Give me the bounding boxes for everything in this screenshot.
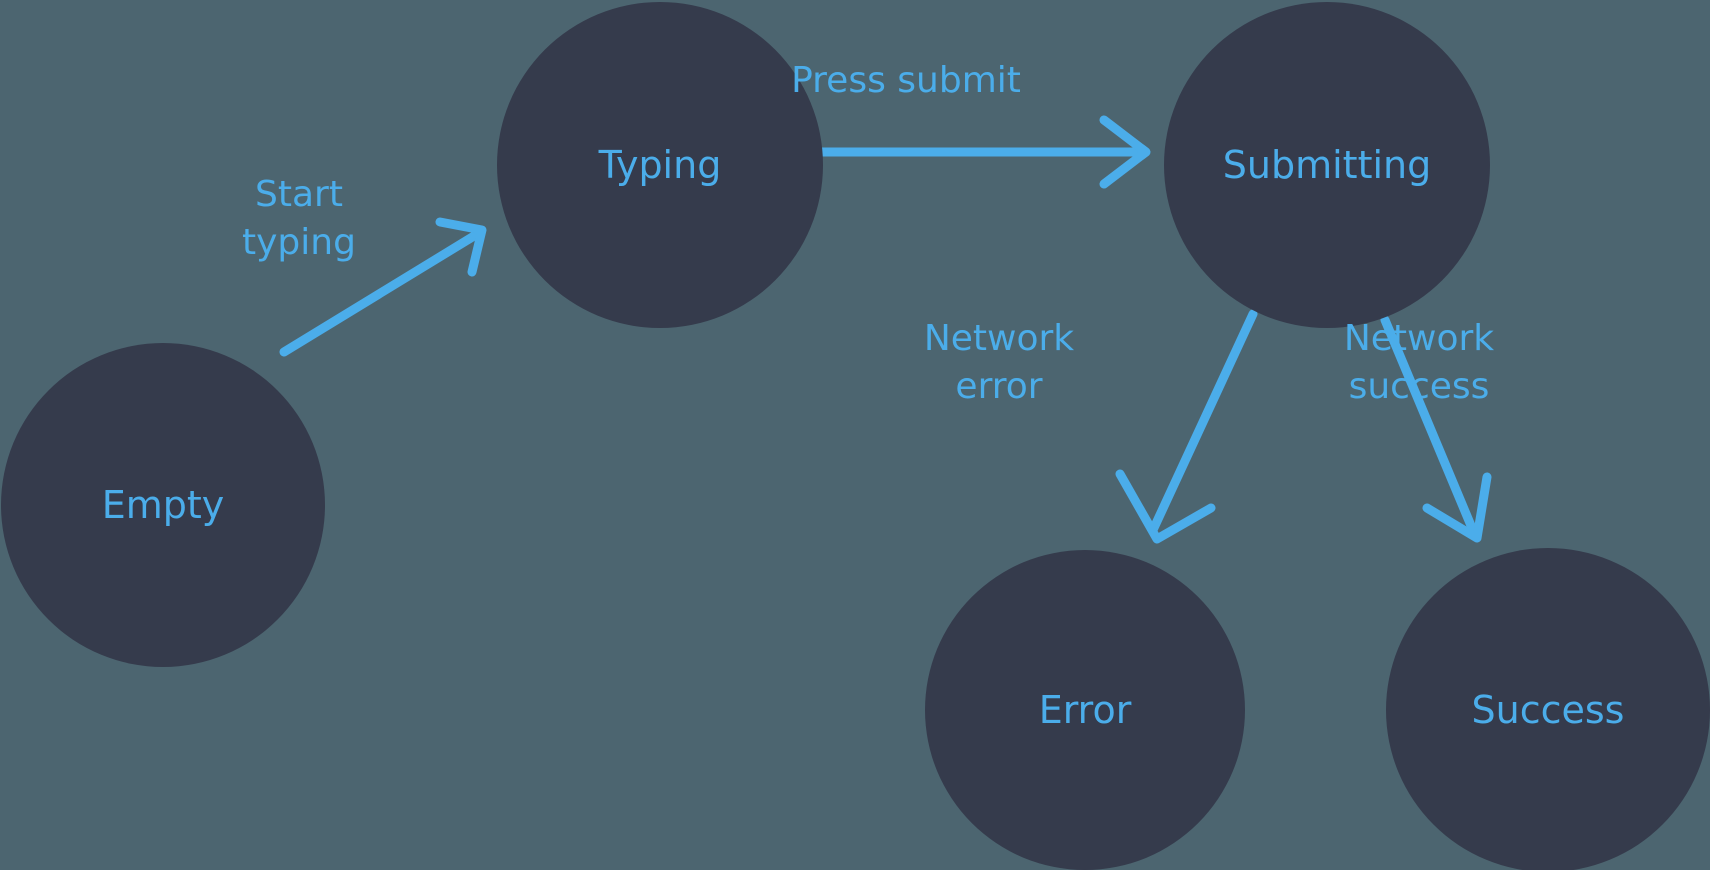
edge-line-network-error (1148, 309, 1258, 535)
edge-label-press-submit: Press submit (791, 60, 1021, 101)
edge-label-line: typing (242, 222, 356, 263)
state-node-circle[interactable] (1, 343, 325, 667)
state-node-label: Submitting (1223, 143, 1431, 187)
edge-press-submit (758, 115, 1151, 189)
edge-label-start-typing: Start typing (242, 174, 356, 263)
edge-label-network-success: Network success (1344, 318, 1494, 407)
state-node-circle[interactable] (1164, 2, 1490, 328)
state-node-label: Empty (102, 483, 225, 527)
state-node-label: Typing (598, 143, 722, 187)
edge-label-line: Network (924, 318, 1074, 359)
state-node-typing[interactable]: Typing (497, 2, 823, 328)
state-node-empty[interactable]: Empty (1, 343, 325, 667)
edge-label-line: error (955, 366, 1042, 407)
state-node-circle[interactable] (925, 550, 1245, 870)
edge-label-network-error: Network error (924, 318, 1074, 407)
arrowhead-icon (435, 217, 487, 277)
state-node-label: Success (1472, 688, 1625, 732)
state-node-submitting[interactable]: Submitting (1164, 2, 1490, 328)
state-node-circle[interactable] (1386, 548, 1710, 870)
edge-network-error (1115, 309, 1258, 544)
arrowhead-icon (1422, 472, 1492, 543)
edges-layer (279, 115, 1492, 544)
edge-label-line: success (1349, 366, 1490, 407)
state-node-label: Error (1039, 688, 1132, 732)
edge-line-start-typing (279, 231, 479, 357)
edge-network-success (1380, 315, 1492, 543)
edge-line-network-success (1380, 315, 1477, 533)
edge-label-line: Network (1344, 318, 1494, 359)
edge-start-typing (279, 217, 487, 357)
arrowhead-icon (1099, 115, 1151, 189)
state-node-success[interactable]: Success (1386, 548, 1710, 870)
state-node-error[interactable]: Error (925, 550, 1245, 870)
edge-label-line: Press submit (791, 60, 1021, 101)
edge-label-line: Start (255, 174, 343, 215)
arrowhead-icon (1115, 469, 1216, 544)
state-node-circle[interactable] (497, 2, 823, 328)
